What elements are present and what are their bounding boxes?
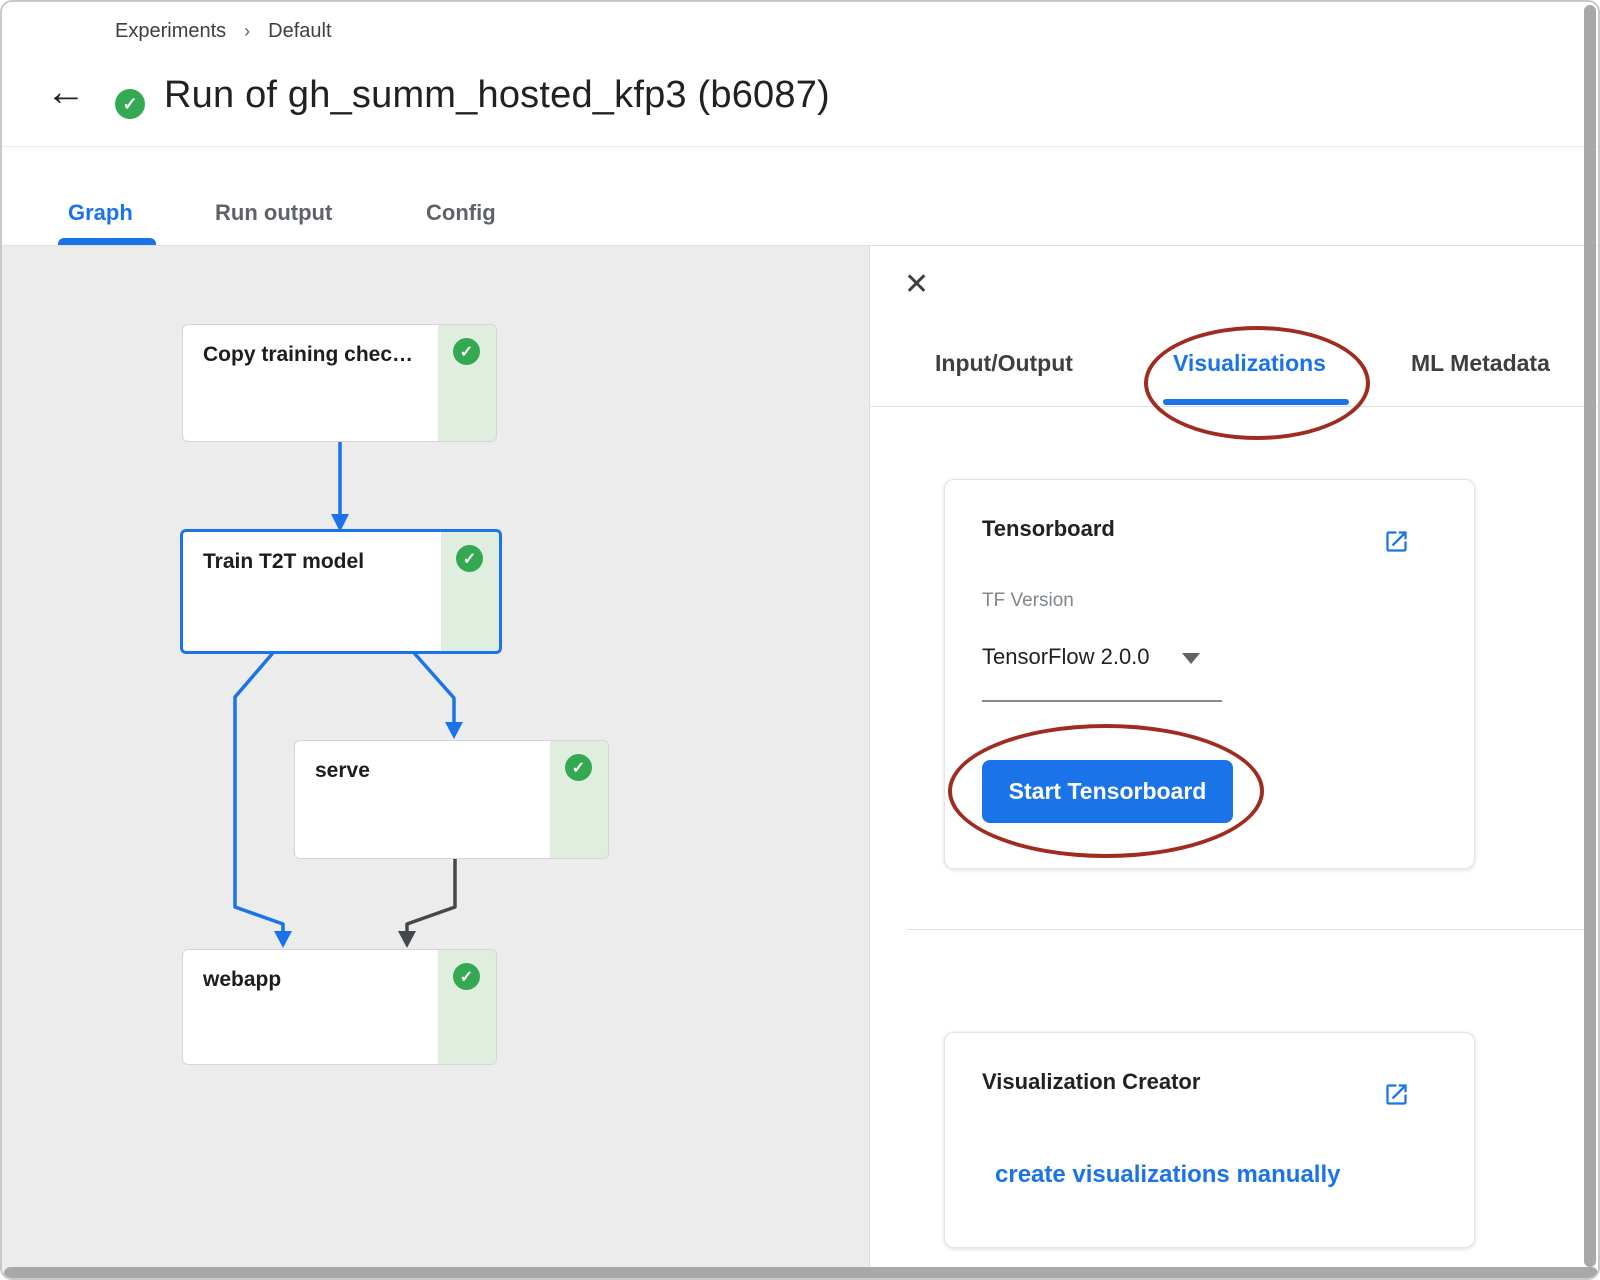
edge-copy-to-train-arrowhead (331, 514, 349, 532)
node-success-icon: ✓ (565, 754, 592, 781)
panel-section-divider (907, 929, 1587, 930)
node-status-strip: ✓ (441, 532, 499, 651)
graph-edges (233, 440, 463, 948)
panel-tab-input-output[interactable]: Input/Output (935, 350, 1073, 376)
graph-node-serve[interactable]: serve ✓ (294, 740, 609, 859)
node-label: Copy training chec… (203, 343, 414, 366)
breadcrumb-experiments[interactable]: Experiments (115, 20, 227, 42)
edge-train-to-serve-arrowhead (445, 722, 463, 739)
visualization-creator-card: Visualization Creator create visualizati… (944, 1032, 1475, 1248)
active-tab-indicator (58, 238, 156, 245)
tab-graph[interactable]: Graph (68, 200, 133, 225)
page-title: Run of gh_summ_hosted_kfp3 (b6087) (164, 74, 830, 116)
edge-serve-to-webapp-arrowhead (398, 931, 416, 948)
node-success-icon: ✓ (453, 338, 480, 365)
tf-version-underline (982, 700, 1222, 702)
node-status-strip: ✓ (438, 950, 496, 1064)
back-arrow-icon[interactable]: ← (46, 70, 86, 114)
node-details-panel: ✕ Input/Output Visualizations ML Metadat… (870, 246, 1598, 1278)
vertical-scrollbar[interactable] (1584, 5, 1596, 1267)
check-glyph: ✓ (459, 343, 474, 361)
node-label: webapp (203, 968, 282, 991)
panel-tab-visualizations[interactable]: Visualizations (1173, 350, 1326, 376)
graph-node-webapp[interactable]: webapp ✓ (182, 949, 497, 1065)
close-icon[interactable]: ✕ (904, 268, 930, 301)
node-success-icon: ✓ (453, 963, 480, 990)
tf-version-value: TensorFlow 2.0.0 (982, 644, 1150, 669)
tf-version-select[interactable]: TensorFlow 2.0.0 (982, 644, 1222, 670)
check-glyph: ✓ (571, 759, 586, 777)
main-tabbar: Graph Run output Config (2, 148, 1598, 246)
check-glyph: ✓ (122, 93, 138, 114)
breadcrumb: Experiments › Default (115, 20, 332, 43)
graph-node-train-t2t-model-selected[interactable]: Train T2T model ✓ (180, 529, 502, 654)
create-visualizations-link[interactable]: create visualizations manually (995, 1161, 1341, 1188)
panel-tab-divider (870, 406, 1598, 407)
node-label: Train T2T model (203, 550, 365, 573)
open-in-new-icon[interactable] (1383, 528, 1410, 555)
node-status-strip: ✓ (438, 325, 496, 441)
open-in-new-icon[interactable] (1383, 1081, 1410, 1108)
edge-train-to-serve (413, 652, 456, 725)
breadcrumb-separator-icon: › (244, 21, 251, 41)
tensorboard-card: Tensorboard TF Version TensorFlow 2.0.0 … (944, 479, 1475, 869)
tab-run-output[interactable]: Run output (215, 200, 333, 225)
start-tensorboard-button[interactable]: Start Tensorboard (982, 760, 1233, 823)
page-header: Experiments › Default ← ✓ Run of gh_summ… (2, 2, 1598, 147)
tensorboard-card-title: Tensorboard (982, 516, 1115, 541)
pipeline-graph-canvas[interactable]: Copy training chec… ✓ Train T2T model ✓ … (2, 246, 870, 1278)
panel-active-tab-indicator (1163, 399, 1349, 405)
breadcrumb-default[interactable]: Default (268, 20, 332, 42)
check-glyph: ✓ (459, 968, 474, 986)
panel-tab-ml-metadata[interactable]: ML Metadata (1411, 350, 1550, 376)
edge-serve-to-webapp (405, 857, 457, 934)
tab-config[interactable]: Config (426, 200, 496, 225)
node-success-icon: ✓ (456, 545, 483, 572)
run-success-icon: ✓ (115, 89, 145, 119)
node-status-strip: ✓ (550, 741, 608, 858)
tf-version-label: TF Version (982, 590, 1074, 611)
graph-node-copy-training-checkpoint[interactable]: Copy training chec… ✓ (182, 324, 497, 442)
visualization-creator-title: Visualization Creator (982, 1069, 1201, 1094)
horizontal-scrollbar[interactable] (4, 1267, 1598, 1278)
node-label: serve (315, 759, 370, 782)
dropdown-caret-icon (1182, 653, 1200, 664)
edge-train-to-webapp (233, 652, 285, 934)
check-glyph: ✓ (462, 550, 477, 568)
edge-train-to-webapp-arrowhead (274, 931, 292, 948)
